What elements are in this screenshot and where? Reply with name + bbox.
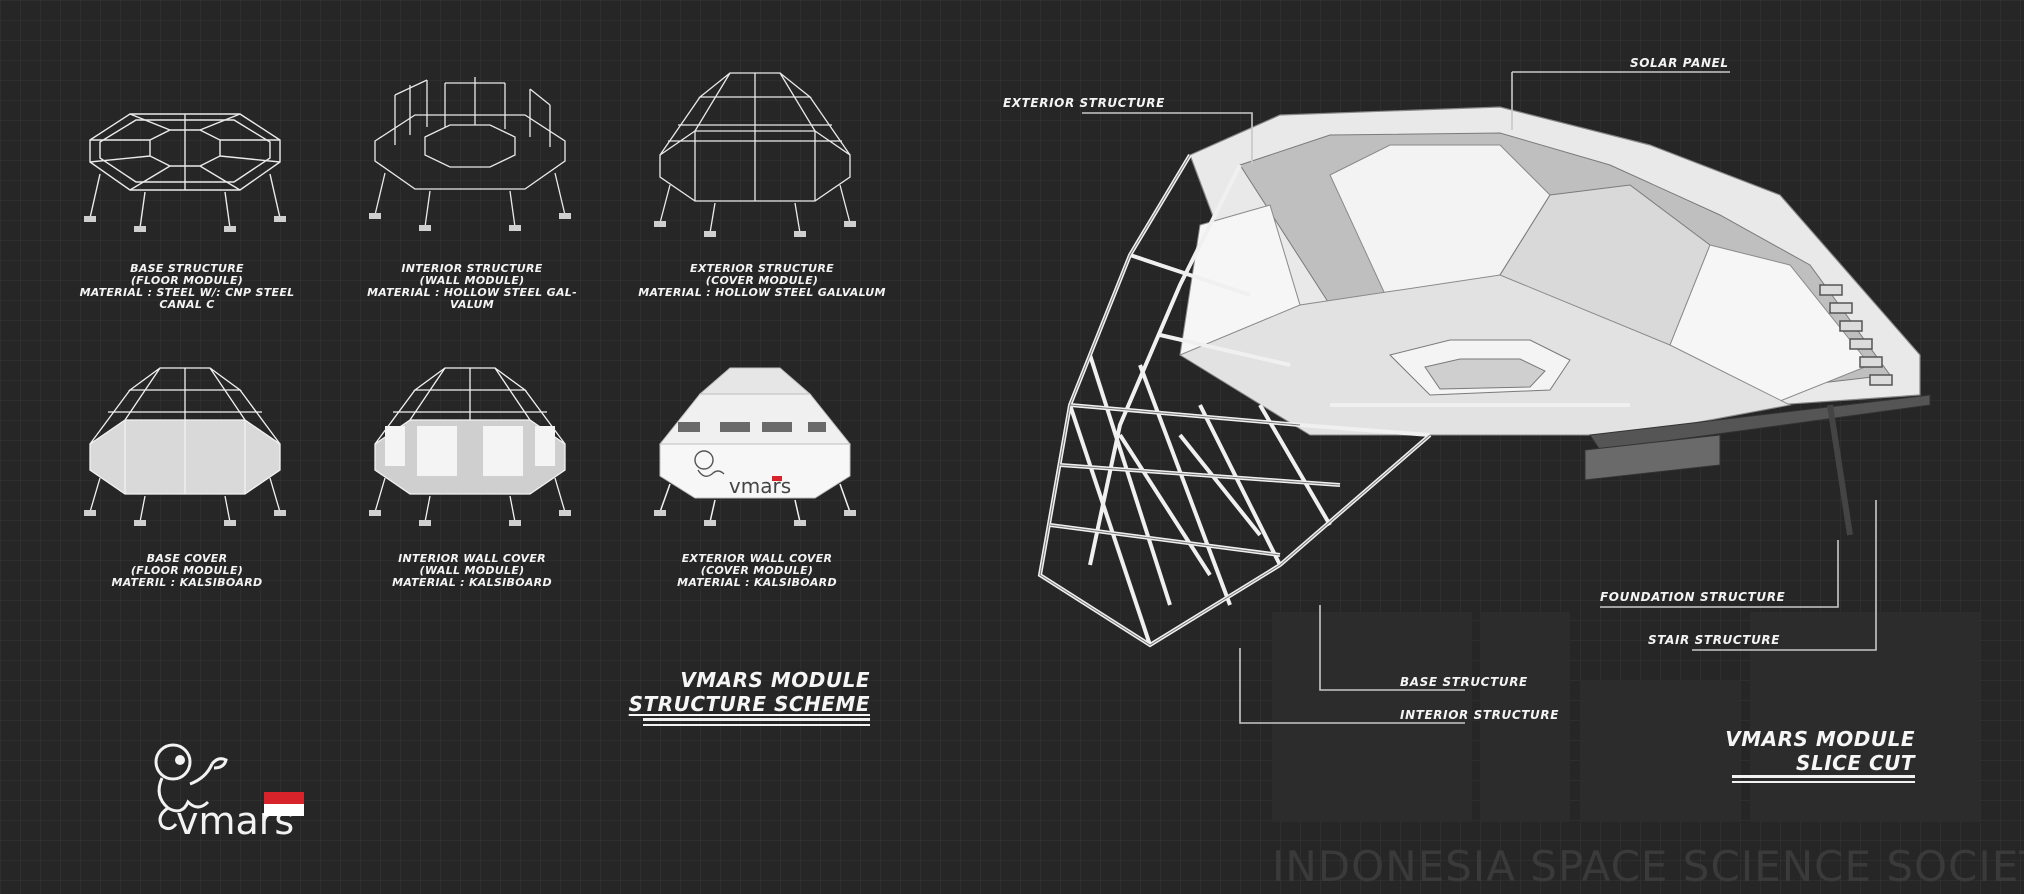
module-caption: EXTERIOR WALL COVER (COVER MODULE) MATER… xyxy=(637,553,877,589)
module-thumbnail xyxy=(654,72,856,237)
slice-cut-drawing xyxy=(1037,106,1931,648)
title-underline xyxy=(643,718,870,721)
caption-line: (COVER MODULE) xyxy=(705,274,819,287)
watermark-block xyxy=(1272,612,1472,822)
module-thumbnail xyxy=(369,77,571,231)
title-line: VMARS MODULE xyxy=(680,668,870,692)
label-exterior-structure: EXTERIOR STRUCTURE xyxy=(1003,96,1165,110)
module-caption: BASE COVER (FLOOR MODULE) MATERIL : KALS… xyxy=(67,553,307,589)
caption-line: VALUM xyxy=(449,298,495,311)
title-line: VMARS MODULE xyxy=(1725,727,1915,751)
flag-red xyxy=(264,792,304,804)
module-caption: INTERIOR WALL COVER (WALL MODULE) MATERI… xyxy=(352,553,592,589)
title-line: STRUCTURE SCHEME xyxy=(628,692,870,716)
caption-line: BASE STRUCTURE xyxy=(130,262,244,275)
slice-cut-title: VMARS MODULE SLICE CUT xyxy=(1700,727,1915,775)
caption-line: EXTERIOR WALL COVER xyxy=(681,552,833,565)
caption-line: MATERIAL : STEEL W/: CNP STEEL xyxy=(79,286,295,299)
module-thumbnail xyxy=(369,367,571,526)
title-underline xyxy=(1732,781,1915,783)
caption-line: (WALL MODULE) xyxy=(419,564,525,577)
caption-line: INTERIOR WALL COVER xyxy=(398,552,546,565)
module-thumbnail xyxy=(84,367,286,526)
caption-line: (COVER MODULE) xyxy=(700,564,814,577)
title-underline xyxy=(1732,775,1915,778)
module-caption: INTERIOR STRUCTURE (WALL MODULE) MATERIA… xyxy=(352,263,592,311)
caption-line: CANAL C xyxy=(159,298,215,311)
label-foundation-structure: FOUNDATION STRUCTURE xyxy=(1600,590,1786,604)
caption-line: (FLOOR MODULE) xyxy=(130,274,244,287)
caption-line: MATERIAL : HOLLOW STEEL GALVALUM xyxy=(638,286,886,299)
caption-line: (WALL MODULE) xyxy=(419,274,525,287)
module-caption: EXTERIOR STRUCTURE (COVER MODULE) MATERI… xyxy=(637,263,887,299)
watermark-block xyxy=(1750,612,1980,822)
watermark-block xyxy=(1580,680,1740,822)
title-line: SLICE CUT xyxy=(1796,751,1915,775)
caption-line: (FLOOR MODULE) xyxy=(130,564,244,577)
caption-line: MATERIL : KALSIBOARD xyxy=(111,576,263,589)
vmars-logo: vmars xyxy=(154,743,304,843)
label-stair-structure: STAIR STRUCTURE xyxy=(1648,633,1781,647)
caption-line: EXTERIOR STRUCTURE xyxy=(690,262,834,275)
caption-line: MATERIAL : HOLLOW STEEL GAL- xyxy=(367,286,577,299)
label-base-structure: BASE STRUCTURE xyxy=(1400,675,1528,689)
caption-line: MATERIAL : KALSIBOARD xyxy=(392,576,552,589)
flag-white xyxy=(264,804,304,816)
module-caption: BASE STRUCTURE (FLOOR MODULE) MATERIAL :… xyxy=(67,263,307,311)
module-thumbnail: vmars xyxy=(654,367,856,526)
title-underline xyxy=(643,724,870,726)
caption-line: MATERIAL : KALSIBOARD xyxy=(677,576,837,589)
caption-line: INTERIOR STRUCTURE xyxy=(401,262,543,275)
watermark-text: INDONESIA SPACE SCIENCE SOCIETY xyxy=(1272,842,2024,891)
watermark-block xyxy=(1480,612,1570,822)
label-solar-panel: SOLAR PANEL xyxy=(1630,56,1729,70)
label-interior-structure: INTERIOR STRUCTURE xyxy=(1400,708,1560,722)
module-thumbnail xyxy=(84,113,286,232)
structure-scheme-title: VMARS MODULE STRUCTURE SCHEME xyxy=(620,668,870,716)
caption-line: BASE COVER xyxy=(146,552,228,565)
